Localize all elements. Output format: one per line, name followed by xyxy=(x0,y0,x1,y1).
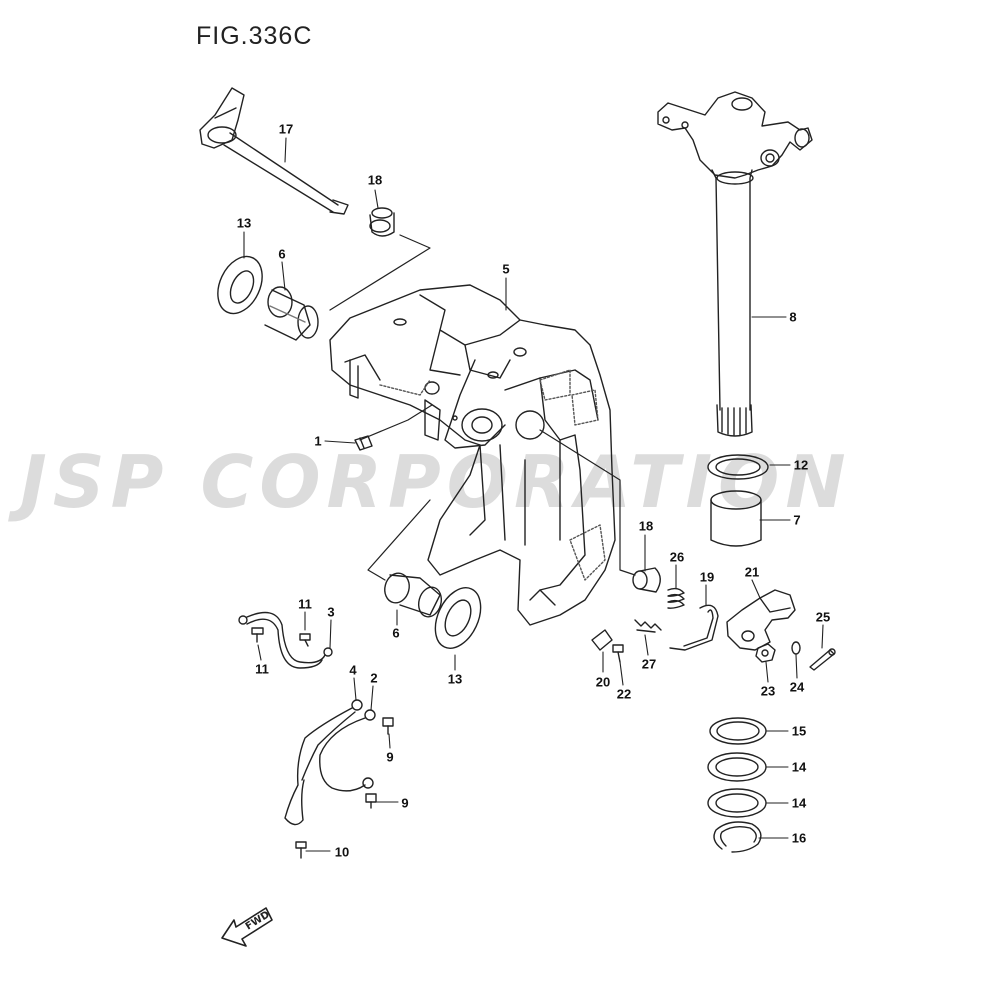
part-24-washer xyxy=(791,641,801,655)
callout-24: 24 xyxy=(789,679,805,695)
callout-18-right: 18 xyxy=(638,518,654,534)
part-18-bushing-right xyxy=(632,567,661,593)
callout-19: 19 xyxy=(699,569,715,585)
part-3-ground-wire xyxy=(238,611,333,669)
part-1-grease-nipple xyxy=(354,435,373,451)
part-10-bolt xyxy=(295,841,307,859)
figure-title: FIG.336C xyxy=(196,22,313,50)
callout-13-lower: 13 xyxy=(447,671,463,687)
callout-12: 12 xyxy=(793,457,809,473)
callout-10: 10 xyxy=(334,844,350,860)
part-21-lever xyxy=(726,589,796,651)
callout-15: 15 xyxy=(791,723,807,739)
part-17-tilt-shaft xyxy=(199,87,349,215)
part-11-bolts xyxy=(251,627,311,647)
part-20-plate xyxy=(591,629,613,651)
callout-21: 21 xyxy=(744,564,760,580)
assembly-lines xyxy=(329,234,636,581)
callout-9-upper: 9 xyxy=(386,749,394,765)
callout-2: 2 xyxy=(370,670,378,686)
part-18-bushing-top xyxy=(369,207,395,237)
callout-1: 1 xyxy=(314,433,322,449)
callout-23: 23 xyxy=(760,683,776,699)
callout-3: 3 xyxy=(327,604,335,620)
callout-11-lower: 11 xyxy=(255,661,269,677)
callout-25: 25 xyxy=(815,609,831,625)
callout-26: 26 xyxy=(669,549,685,565)
part-16-circlip xyxy=(713,821,762,853)
callout-11-upper: 11 xyxy=(298,596,312,612)
callout-16: 16 xyxy=(791,830,807,846)
part-6-bushing-top xyxy=(264,286,319,341)
callout-17: 17 xyxy=(278,121,294,137)
callout-7: 7 xyxy=(793,512,801,528)
part-8-steering-shaft xyxy=(657,91,813,437)
part-25-cotter-pin xyxy=(809,648,836,671)
part-26-spring xyxy=(667,587,685,609)
callout-27: 27 xyxy=(641,656,657,672)
callout-9-lower: 9 xyxy=(401,795,409,811)
part-7-bushing xyxy=(710,490,762,547)
part-13-washer-lower xyxy=(434,587,482,649)
callout-14-lower: 14 xyxy=(791,795,807,811)
part-5-swivel-bracket xyxy=(329,284,616,626)
callout-14-upper: 14 xyxy=(791,759,807,775)
part-23-nut xyxy=(755,643,776,663)
part-12-washer xyxy=(707,454,769,480)
callout-6-top: 6 xyxy=(278,246,286,262)
part-14-washers xyxy=(707,752,767,818)
part-6-bushing-lower xyxy=(384,572,443,618)
callout-13-top: 13 xyxy=(236,215,252,231)
fwd-arrow-icon: FWD xyxy=(221,907,273,947)
callout-5: 5 xyxy=(502,261,510,277)
part-15-ring xyxy=(709,717,767,745)
callout-18-top: 18 xyxy=(367,172,383,188)
part-13-washer-top xyxy=(217,255,263,315)
leader-lines xyxy=(243,137,824,852)
part-4-2-lead-wires xyxy=(284,699,376,826)
callout-4: 4 xyxy=(349,662,357,678)
part-19-rod xyxy=(669,604,719,651)
callout-8: 8 xyxy=(789,309,797,325)
callout-20: 20 xyxy=(595,674,611,690)
part-22-bolt xyxy=(612,644,624,663)
callout-22: 22 xyxy=(616,686,632,702)
part-27-spring xyxy=(634,619,662,633)
callout-6-lower: 6 xyxy=(392,625,400,641)
